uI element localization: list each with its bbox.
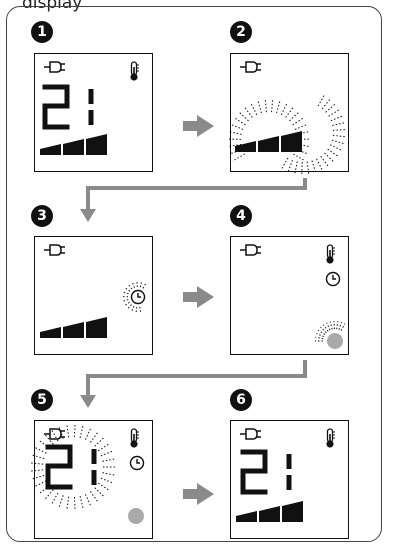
power-bar <box>258 136 280 153</box>
arrow-1-to-2 <box>183 115 214 137</box>
plug-icon <box>240 244 262 257</box>
lcd-panel-2 <box>229 53 349 175</box>
step-number-3: 3 <box>31 205 53 227</box>
arrow-4-to-5 <box>80 360 307 408</box>
clock-icon <box>131 290 146 305</box>
power-bar <box>236 511 258 523</box>
step-number-1: 1 <box>31 21 53 43</box>
power-bar <box>281 131 303 153</box>
arrow-5-to-6 <box>183 483 214 505</box>
power-level-bars <box>236 501 304 523</box>
thermometer-icon <box>130 428 140 449</box>
plug-icon <box>44 61 66 74</box>
clock-icon <box>130 456 145 471</box>
lcd-panel-3 <box>34 236 153 355</box>
outer-frame <box>6 6 382 542</box>
lcd-panel-1 <box>34 53 153 172</box>
gray-dot <box>128 508 145 525</box>
power-bar <box>235 141 257 153</box>
blink-rays-digits <box>29 423 118 512</box>
blink-rays-dot <box>315 321 346 342</box>
temperature-digits <box>45 444 97 490</box>
thermometer-icon <box>326 428 336 449</box>
step-number-2: 2 <box>230 21 252 43</box>
clock-icon <box>326 272 341 287</box>
plug-icon <box>44 428 66 441</box>
power-level-bars <box>235 131 303 153</box>
power-bar <box>282 501 304 523</box>
step-number-4: 4 <box>230 205 252 227</box>
lcd-panel-6 <box>230 420 349 539</box>
power-bar <box>40 144 62 156</box>
thermometer-icon <box>326 244 336 265</box>
step-number-6: 6 <box>230 389 252 411</box>
plug-icon <box>240 61 262 74</box>
power-level-bars <box>40 134 108 156</box>
lcd-panel-4 <box>230 236 349 355</box>
power-bar <box>86 134 108 156</box>
plug-icon <box>44 244 66 257</box>
power-bar <box>259 506 281 523</box>
thermometer-icon <box>130 61 140 82</box>
power-bar <box>63 322 85 339</box>
power-level-bars <box>40 317 108 339</box>
gray-dot <box>327 333 344 350</box>
arrow-3-to-4 <box>183 286 214 308</box>
power-bar <box>40 327 62 339</box>
plug-icon <box>240 428 262 441</box>
temperature-digits <box>240 449 292 495</box>
step-number-5: 5 <box>31 389 53 411</box>
power-bar <box>86 317 108 339</box>
lcd-panel-5 <box>29 420 153 539</box>
power-bar <box>63 139 85 156</box>
temperature-digits <box>42 84 94 130</box>
arrow-2-to-3 <box>80 178 307 222</box>
